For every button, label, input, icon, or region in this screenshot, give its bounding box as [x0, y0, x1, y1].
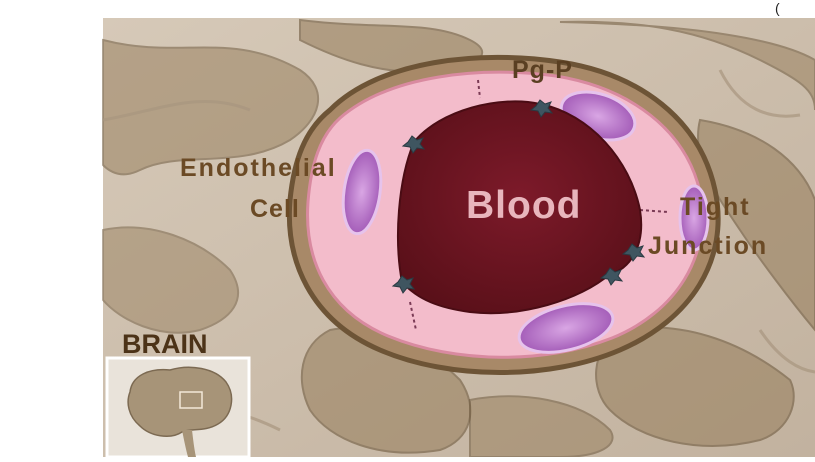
brain-inset	[107, 358, 249, 457]
corner-bracket-mark: (	[775, 0, 780, 16]
tight-junction-label-line2: Junction	[648, 234, 768, 259]
blood-label: Blood	[466, 186, 581, 225]
brain-label: BRAIN	[122, 331, 208, 358]
pgp-label: Pg-P	[512, 58, 573, 83]
endothelial-cell-label-line1: Endothelial	[180, 156, 337, 181]
endothelial-cell-label-line2: Cell	[250, 197, 300, 222]
tight-junction-label-line1: Tight	[680, 195, 751, 220]
